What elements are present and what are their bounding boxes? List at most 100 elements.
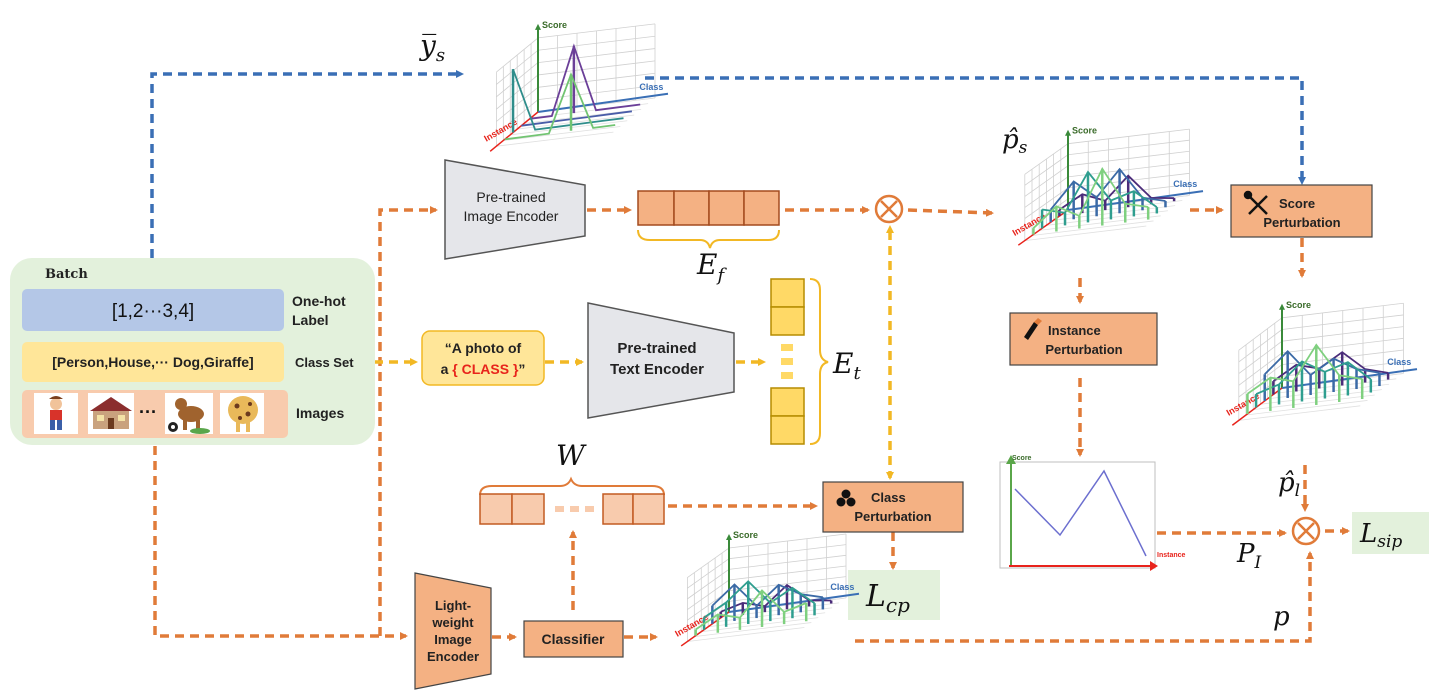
prompt-class-token: { CLASS } bbox=[452, 361, 519, 377]
prompt-line2: a { CLASS }” bbox=[441, 361, 526, 377]
light-encoder-line4: Encoder bbox=[427, 649, 479, 664]
grid-line bbox=[537, 35, 656, 51]
grid-line bbox=[537, 48, 656, 63]
grid-line bbox=[496, 131, 614, 147]
prompt-line2-suffix: ” bbox=[518, 361, 525, 377]
score-series-line bbox=[703, 580, 816, 619]
class-axis bbox=[1281, 368, 1418, 389]
label-w: W bbox=[556, 439, 587, 472]
grid-line bbox=[694, 622, 812, 637]
light-encoder-line2: weight bbox=[431, 615, 474, 630]
arrow-multiply-to-ps bbox=[907, 208, 994, 217]
score-axis-label: Score bbox=[1072, 126, 1097, 136]
instance-plot-instance-label: Instance bbox=[1157, 552, 1186, 559]
w-vector bbox=[479, 476, 665, 525]
instance-perturbation-line2: Perturbation bbox=[1045, 342, 1122, 357]
score-series-line bbox=[1272, 351, 1389, 382]
score-axis-arrow-icon bbox=[1065, 129, 1071, 136]
grid-line bbox=[728, 533, 847, 549]
grid-line bbox=[510, 120, 628, 136]
image-thumb-house bbox=[88, 393, 134, 434]
multiply-node-top bbox=[874, 194, 904, 224]
grid-line bbox=[728, 565, 847, 581]
score-series-line bbox=[1264, 350, 1380, 377]
grid-line bbox=[524, 108, 642, 124]
light-encoder-line1: Light- bbox=[435, 598, 471, 613]
arrow-ys-to-score-perturbation bbox=[645, 76, 1306, 185]
one-hot-label-value: [1,2···3,4] bbox=[112, 301, 194, 322]
arrow-split-to-image-encoder bbox=[378, 206, 438, 636]
score-perturbation-line1: Score bbox=[1279, 196, 1315, 211]
class-set-value: [Person,House,··· Dog,Giraffe] bbox=[52, 354, 253, 370]
batch-title: Batch bbox=[45, 267, 88, 282]
images-ellipsis: ··· bbox=[139, 402, 157, 422]
image-encoder-line2: Image Encoder bbox=[464, 208, 559, 224]
class-axis bbox=[1067, 190, 1204, 211]
score-series-line bbox=[1246, 343, 1363, 395]
image-thumb-giraffe bbox=[220, 393, 264, 434]
grid-line bbox=[728, 554, 847, 570]
grid-line bbox=[1067, 150, 1190, 167]
loss-cp: Lcp bbox=[865, 579, 910, 617]
text-encoder-line1: Pre-trained bbox=[617, 340, 696, 357]
scissors-icon bbox=[1243, 190, 1268, 215]
grid-line bbox=[1024, 225, 1147, 241]
score-axis-arrow-icon bbox=[726, 534, 732, 541]
class-axis-label: Class bbox=[1173, 179, 1197, 189]
loss-sip-box: Lsip bbox=[1352, 512, 1429, 554]
score-axis-label: Score bbox=[1286, 300, 1311, 310]
light-encoder-line3: Image bbox=[434, 632, 472, 647]
class-axis-label: Class bbox=[639, 82, 663, 92]
loss-cp-box: Lcp bbox=[848, 570, 940, 620]
image-thumb-boy bbox=[34, 393, 78, 434]
arrow-batch-to-light-encoder bbox=[153, 446, 408, 640]
batch-panel: Batch [1,2···3,4] One-hot Label [Person,… bbox=[10, 258, 375, 445]
grid-line bbox=[1274, 378, 1397, 394]
class-axis-label: Class bbox=[830, 582, 854, 592]
score-series-line bbox=[512, 68, 624, 131]
label-p: p bbox=[1273, 602, 1290, 632]
et-vector bbox=[770, 278, 829, 445]
class-perturbation-line1: Class bbox=[871, 490, 906, 505]
grid-line bbox=[701, 617, 819, 633]
score-series-line bbox=[504, 71, 616, 141]
label-p-l: p̂l bbox=[1278, 468, 1300, 501]
grid-line bbox=[1067, 128, 1190, 145]
label-e-t: Et bbox=[832, 347, 861, 384]
score-axis-arrow-icon bbox=[1279, 303, 1285, 310]
one-hot-label-box bbox=[22, 289, 284, 331]
score-axis-label: Score bbox=[733, 530, 758, 540]
one-hot-caption-2: Label bbox=[292, 312, 329, 328]
label-e-f: Ef bbox=[696, 248, 727, 286]
score-perturbation-box: Score Perturbation bbox=[1230, 184, 1373, 238]
class-axis bbox=[537, 92, 669, 113]
instance-plot-score-label: Score bbox=[1012, 455, 1032, 462]
arrows bbox=[150, 70, 1350, 643]
score-series-line bbox=[1255, 360, 1372, 395]
score-series-line bbox=[695, 589, 807, 631]
label-y-s: y̅s bbox=[418, 29, 445, 66]
score-series-line bbox=[1050, 167, 1166, 211]
arrow-batch-to-ys bbox=[150, 70, 464, 258]
one-hot-caption-1: One-hot bbox=[292, 293, 346, 309]
score-axis-arrow-icon bbox=[535, 23, 541, 30]
text-encoder-line2: Text Encoder bbox=[610, 361, 704, 378]
plot-instance-weights: Score Instance bbox=[999, 455, 1186, 571]
classifier: Classifier bbox=[523, 620, 624, 658]
class-perturbation-box: Class Perturbation bbox=[822, 481, 964, 533]
image-encoder: Pre-trained Image Encoder bbox=[444, 159, 586, 260]
prompt-line2-prefix: a bbox=[441, 361, 453, 377]
score-series-line bbox=[521, 110, 633, 127]
grid-line bbox=[1031, 220, 1154, 236]
grid-line bbox=[1067, 139, 1190, 156]
text-encoder: Pre-trained Text Encoder bbox=[587, 302, 735, 419]
grid-line bbox=[1281, 302, 1404, 319]
score-perturbation-line2: Perturbation bbox=[1263, 215, 1340, 230]
grid-line bbox=[728, 544, 847, 560]
score-axis-label: Score bbox=[542, 20, 567, 30]
ef-brace bbox=[637, 229, 780, 249]
cluster-icon bbox=[836, 489, 856, 507]
grid-line bbox=[1281, 326, 1404, 342]
